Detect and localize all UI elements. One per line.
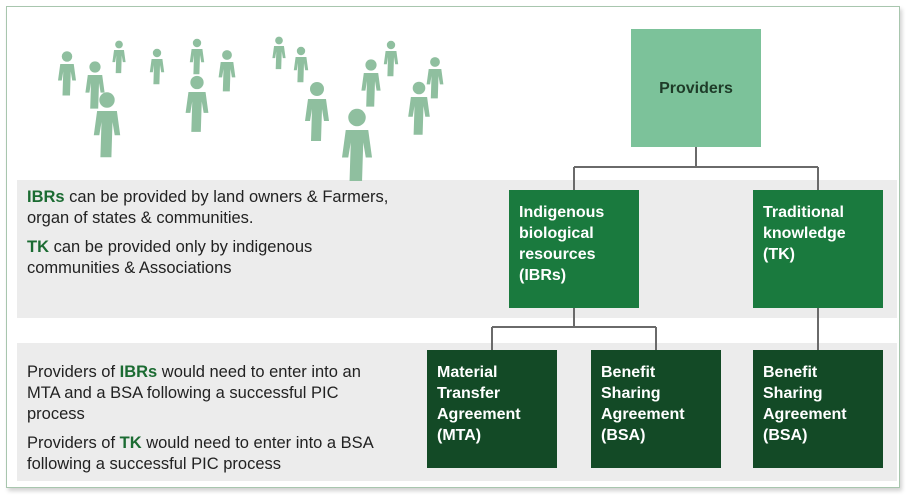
ibr-box: Indigenous biological resources (IBRs) — [509, 190, 639, 308]
note-ibr-providers: IBRs can be provided by land owners & Fa… — [27, 188, 389, 227]
note-tk-providers: TK can be provided only by indigenous co… — [27, 238, 313, 277]
highlight-ibrs: IBRs — [27, 188, 65, 206]
info-band-top — [17, 180, 897, 318]
bsa-box-ibr: Benefit Sharing Agreement (BSA) — [591, 350, 721, 468]
bsa-box-tk: Benefit Sharing Agreement (BSA) — [753, 350, 883, 468]
highlight-tk: TK — [27, 238, 49, 256]
diagram-frame: IBRs can be provided by land owners & Fa… — [6, 6, 900, 488]
mta-box: Material Transfer Agreement (MTA) — [427, 350, 557, 468]
note-tk-agreements: Providers of TK would need to enter into… — [27, 434, 373, 473]
tree-connectors — [491, 147, 819, 350]
highlight-ibrs: IBRs — [119, 363, 158, 381]
note-ibr-agreements: Providers of IBRs would need to enter in… — [27, 363, 361, 423]
notes-top: IBRs can be provided by land owners & Fa… — [27, 187, 392, 287]
highlight-tk: TK — [119, 434, 142, 452]
providers-box: Providers — [631, 29, 761, 147]
notes-bottom: Providers of IBRs would need to enter in… — [27, 362, 397, 483]
tk-box: Traditional knowledge (TK) — [753, 190, 883, 308]
